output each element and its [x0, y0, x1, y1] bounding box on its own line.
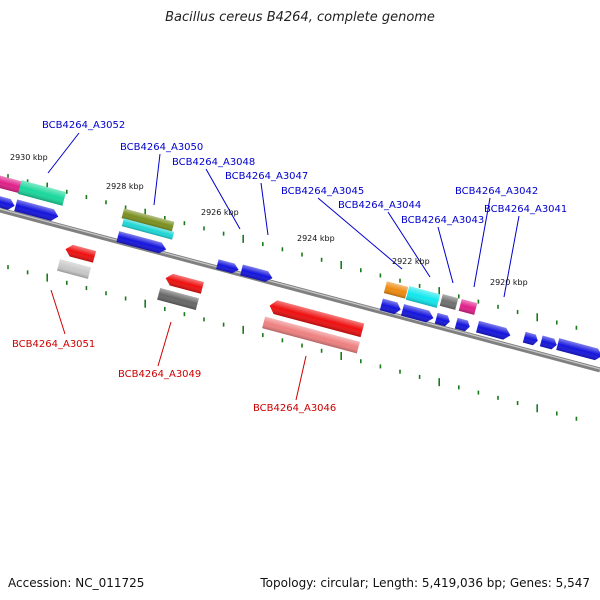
leader-line [503, 215, 520, 298]
gene-shading [65, 244, 97, 263]
gene-shading [0, 174, 23, 194]
gene-feature [458, 299, 478, 315]
gene-shading [17, 180, 67, 206]
kbp-label: 2922 kbp [392, 257, 430, 266]
gene-label-bottom: BCB4264_A3046 [253, 403, 336, 414]
gene-feature [556, 338, 600, 361]
leader-line [387, 211, 431, 278]
gene-label-top: BCB4264_A3052 [42, 120, 125, 131]
gene-shading [556, 338, 600, 361]
leader-line [157, 321, 172, 367]
gene-shading [522, 331, 538, 346]
gene-label-top: BCB4264_A3042 [455, 186, 538, 197]
gene-label-top: BCB4264_A3045 [281, 186, 364, 197]
gene-feature [56, 259, 92, 279]
gene-shading [165, 273, 204, 294]
gene-feature [0, 174, 23, 194]
gene-label-bottom: BCB4264_A3049 [118, 369, 201, 380]
gene-shading [405, 286, 441, 308]
gene-shading [400, 304, 434, 323]
gene-feature [539, 335, 557, 350]
gene-label-top: BCB4264_A3043 [401, 215, 484, 226]
leader-line [260, 182, 269, 236]
gene-shading [240, 264, 273, 282]
gene-shading [56, 259, 92, 279]
gene-shading [121, 218, 175, 240]
gene-shading [383, 281, 409, 299]
topology-summary: Topology: circular; Length: 5,419,036 bp… [260, 576, 590, 590]
gene-feature [439, 294, 459, 310]
gene-shading [216, 259, 239, 274]
leader-layer [47, 132, 520, 401]
leader-line [473, 197, 491, 288]
gene-feature [121, 218, 175, 240]
gene-layer [0, 174, 600, 361]
gene-feature [454, 317, 470, 332]
gene-feature [0, 194, 15, 210]
gene-shading [269, 300, 365, 338]
leader-line [437, 226, 454, 284]
gene-feature [240, 264, 273, 282]
gene-feature [216, 259, 239, 274]
gene-shading [454, 317, 470, 332]
gene-feature [269, 300, 365, 338]
map-title: Bacillus cereus B4264, complete genome [165, 10, 435, 25]
gene-shading [262, 316, 360, 354]
gene-feature [383, 281, 409, 299]
gene-feature [262, 316, 360, 354]
gene-feature [14, 199, 59, 221]
gene-shading [539, 335, 557, 350]
gene-feature [476, 320, 511, 340]
kbp-label: 2920 kbp [490, 278, 528, 287]
leader-line [50, 289, 66, 335]
kbp-label: 2930 kbp [10, 153, 48, 162]
gene-feature [379, 298, 401, 315]
genome-backbone [0, 207, 600, 373]
leader-line [317, 197, 403, 270]
gene-feature [65, 244, 97, 263]
gene-label-layer: BCB4264_A3052BCB4264_A3050BCB4264_A3048B… [12, 120, 567, 414]
leader-line [47, 132, 80, 174]
gene-shading [157, 288, 199, 310]
gene-feature [405, 286, 441, 308]
gene-shading [14, 199, 59, 221]
gene-feature [400, 304, 434, 323]
leader-line [205, 168, 241, 230]
gene-shading [121, 208, 175, 232]
gene-feature [434, 312, 450, 327]
gene-feature [522, 331, 538, 346]
kbp-label: 2924 kbp [297, 234, 335, 243]
gene-shading [476, 320, 511, 340]
gene-feature [116, 231, 167, 254]
gene-shading [0, 194, 15, 210]
kbp-label: 2926 kbp [201, 208, 239, 217]
gene-label-top: BCB4264_A3050 [120, 142, 203, 153]
kbp-label-layer: 2930 kbp 2928 kbp 2926 kbp 2924 kbp 2922 kbp… [10, 153, 528, 287]
accession-text: Accession: NC_011725 [8, 576, 145, 590]
gene-feature [17, 180, 67, 206]
gene-shading [434, 312, 450, 327]
gene-shading [116, 231, 167, 254]
gene-label-bottom: BCB4264_A3051 [12, 339, 95, 350]
gene-label-top: BCB4264_A3048 [172, 157, 255, 168]
gene-feature [157, 288, 199, 310]
tick-layer [7, 174, 578, 421]
gene-feature [121, 208, 175, 232]
leader-line [295, 355, 307, 401]
gene-shading [439, 294, 459, 310]
gene-label-top: BCB4264_A3047 [225, 171, 308, 182]
leader-line [153, 153, 161, 206]
gene-label-top: BCB4264_A3044 [338, 200, 421, 211]
genome-backbone-highlight [0, 208, 600, 370]
kbp-label: 2928 kbp [106, 182, 144, 191]
backbone-layer [0, 207, 600, 373]
gene-feature [165, 273, 204, 294]
gene-shading [379, 298, 401, 315]
gene-label-top: BCB4264_A3041 [484, 204, 567, 215]
gene-shading [458, 299, 478, 315]
